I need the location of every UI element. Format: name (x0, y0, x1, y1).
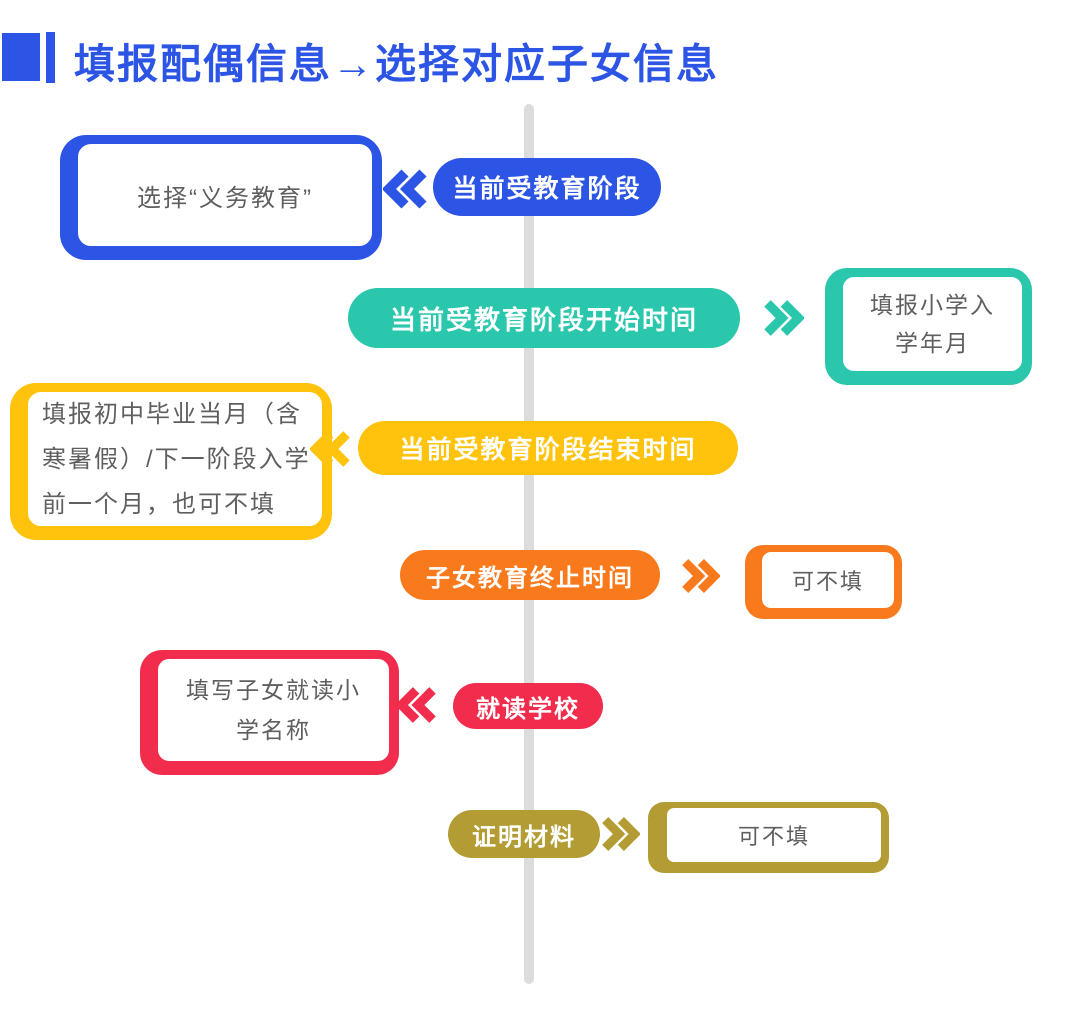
note-box-current-stage: 选择“义务教育” (60, 135, 382, 260)
field-pill-current-stage: 当前受教育阶段 (433, 158, 661, 216)
double-chevron-left-icon (310, 427, 352, 471)
page-title: 填报配偶信息→选择对应子女信息 (74, 41, 719, 87)
note-box-stage-start-time: 填报小学入 学年月 (825, 268, 1032, 385)
field-pill-stage-start-time: 当前受教育阶段开始时间 (348, 288, 740, 348)
timeline-line (524, 104, 534, 984)
note-text: 可不填 (664, 805, 884, 865)
double-chevron-right-icon (680, 556, 720, 596)
note-box-proof-materials: 可不填 (648, 802, 889, 873)
note-box-stage-end-time: 填报初中毕业当月（含 寒暑假）/下一阶段入学 前一个月，也可不填 (10, 383, 332, 540)
title-bar-icon (46, 32, 55, 83)
double-chevron-right-icon (600, 814, 640, 854)
field-pill-education-stop-time: 子女教育终止时间 (400, 550, 660, 600)
field-pill-proof-materials: 证明材料 (448, 810, 600, 858)
note-box-attending-school: 填写子女就读小 学名称 (140, 650, 399, 775)
note-text: 可不填 (759, 549, 897, 611)
note-text: 填报初中毕业当月（含 寒暑假）/下一阶段入学 前一个月，也可不填 (25, 389, 325, 529)
note-box-education-stop-time: 可不填 (745, 545, 902, 619)
double-chevron-left-icon (396, 684, 438, 726)
note-text: 选择“义务教育” (75, 141, 375, 249)
field-pill-attending-school: 就读学校 (453, 683, 603, 729)
field-pill-stage-end-time: 当前受教育阶段结束时间 (358, 421, 738, 475)
title-square-icon (2, 33, 40, 81)
double-chevron-left-icon (383, 166, 429, 212)
note-text: 填报小学入 学年月 (840, 274, 1025, 374)
double-chevron-right-icon (762, 297, 804, 339)
note-text: 填写子女就读小 学名称 (155, 656, 392, 764)
